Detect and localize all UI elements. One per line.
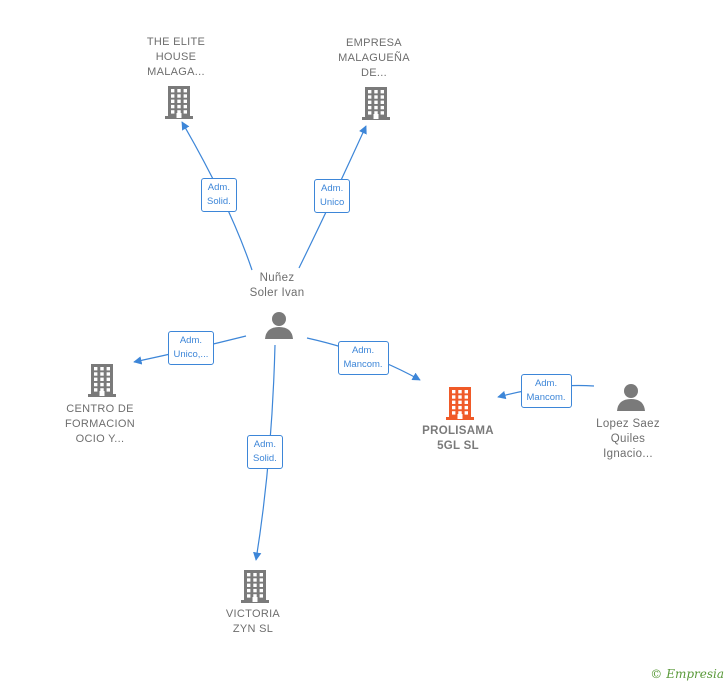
node-label-elite[interactable]: THE ELITE HOUSE MALAGA... bbox=[146, 35, 206, 78]
edge-label-role: Adm. bbox=[351, 345, 375, 356]
edge-label-role: Adm. bbox=[253, 439, 276, 450]
edge-label-type: Solid. bbox=[253, 453, 277, 464]
edge-label-type: Solid. bbox=[207, 196, 231, 207]
node-label-prolisama[interactable]: PROLISAMA 5GL SL bbox=[422, 425, 494, 452]
edge-label-role: Adm. bbox=[207, 182, 230, 193]
node-label-malaguena[interactable]: EMPRESA MALAGUEÑA DE... bbox=[338, 36, 410, 79]
node-nunez[interactable] bbox=[264, 310, 294, 345]
edge-label-nunez-centro[interactable]: Adm. Unico,... bbox=[167, 331, 215, 365]
node-malaguena[interactable] bbox=[361, 85, 391, 126]
building-icon bbox=[241, 570, 269, 603]
edge-label-nunez-prolisama[interactable]: Adm. Mancom. bbox=[337, 341, 389, 375]
node-elite[interactable] bbox=[164, 84, 194, 125]
building-icon bbox=[446, 387, 474, 420]
person-icon bbox=[265, 312, 293, 339]
edge-label-role: Adm. bbox=[321, 183, 344, 194]
person-icon bbox=[617, 384, 645, 411]
brand-name: Empresia bbox=[666, 667, 724, 681]
edge-label-nunez-elite[interactable]: Adm. Solid. bbox=[201, 178, 237, 212]
node-label-lopez[interactable]: Lopez Saez Quiles Ignacio... bbox=[596, 417, 660, 460]
edge-label-type: Unico bbox=[320, 197, 345, 208]
node-label-nunez[interactable]: Nuñez Soler Ivan bbox=[249, 272, 305, 299]
node-label-victoria[interactable]: VICTORIA ZYN SL bbox=[225, 608, 281, 635]
node-lopez[interactable] bbox=[616, 382, 646, 417]
edge-label-type: Mancom. bbox=[526, 392, 566, 403]
edge-label-nunez-victoria[interactable]: Adm. Solid. bbox=[247, 435, 283, 469]
edge-label-type: Unico,... bbox=[173, 349, 209, 360]
node-victoria[interactable] bbox=[240, 568, 270, 609]
node-prolisama[interactable] bbox=[445, 385, 475, 426]
edge-label-role: Adm. bbox=[534, 378, 558, 389]
node-label-centro[interactable]: CENTRO DE FORMACION OCIO Y... bbox=[65, 402, 135, 445]
building-icon bbox=[88, 364, 116, 397]
copyright-symbol: © bbox=[650, 667, 663, 681]
edge-label-role: Adm. bbox=[179, 335, 203, 346]
edge-label-type: Mancom. bbox=[343, 359, 383, 370]
building-icon bbox=[362, 87, 390, 120]
building-icon bbox=[165, 86, 193, 119]
edge-label-nunez-malaguena[interactable]: Adm. Unico bbox=[314, 179, 351, 213]
node-centro[interactable] bbox=[87, 362, 117, 403]
edge-label-lopez-prolisama[interactable]: Adm. Mancom. bbox=[520, 374, 572, 408]
brand-footer[interactable]: ©Empresia bbox=[650, 667, 724, 681]
